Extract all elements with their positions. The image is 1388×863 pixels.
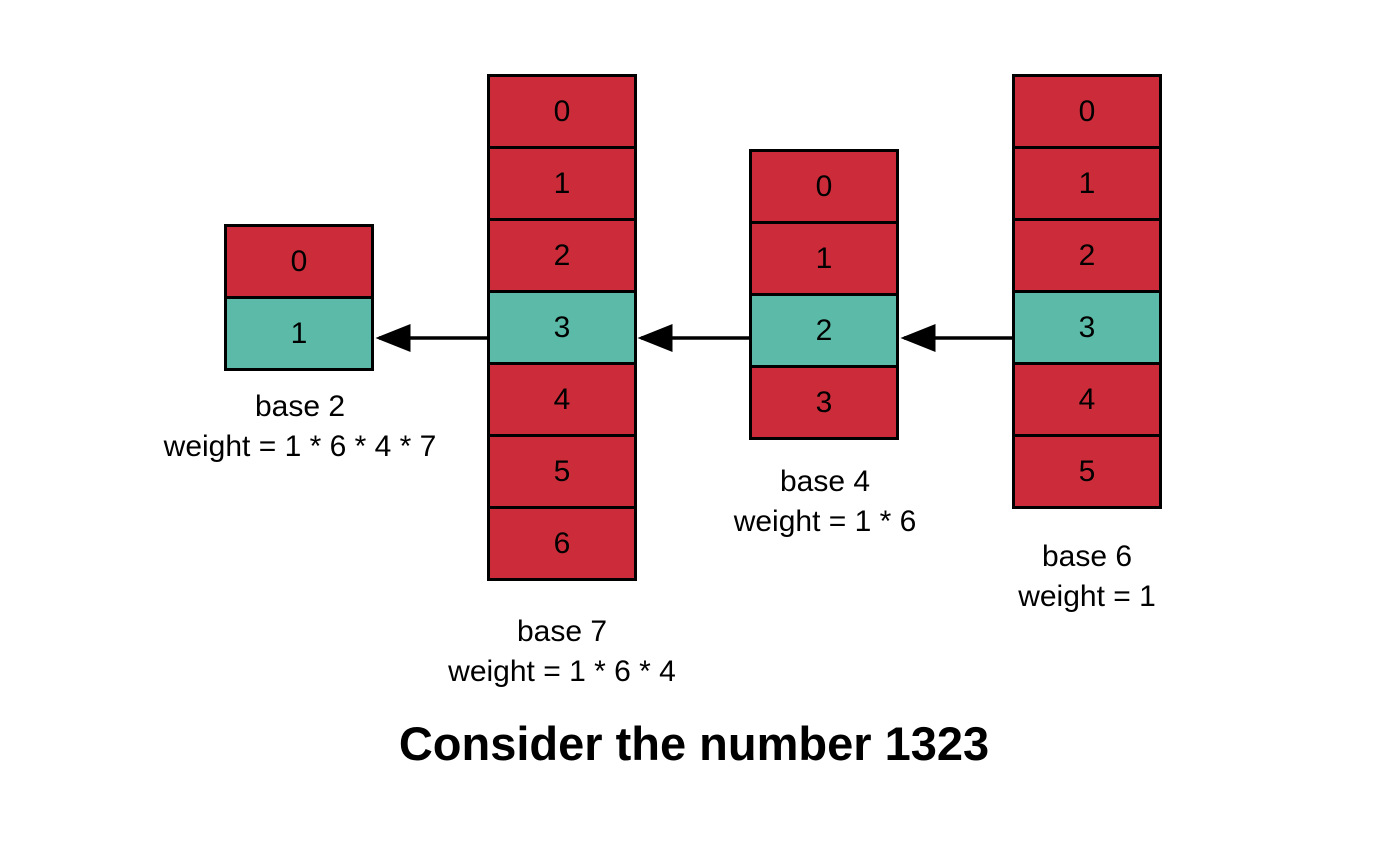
digit-cell: 0 bbox=[1012, 74, 1162, 149]
digit-cell: 3 bbox=[749, 365, 899, 440]
base-label: base 2 bbox=[254, 390, 346, 423]
weight-label: weight = 1 * 6 * 4 bbox=[448, 655, 676, 688]
digit-cell: 5 bbox=[1012, 434, 1162, 509]
digit-cell: 5 bbox=[487, 434, 637, 509]
label-base6: base 6 weight = 1 bbox=[937, 537, 1237, 617]
digit-cell: 1 bbox=[487, 146, 637, 221]
digit-cell-selected: 3 bbox=[487, 290, 637, 365]
digit-cell: 0 bbox=[749, 149, 899, 224]
digit-cell: 4 bbox=[1012, 362, 1162, 437]
weight-label: weight = 1 bbox=[1018, 580, 1156, 613]
base-label: base 7 bbox=[516, 615, 608, 648]
digit-cell-selected: 2 bbox=[749, 293, 899, 368]
base-label: base 6 bbox=[1041, 540, 1133, 573]
label-base4: base 4 weight = 1 * 6 bbox=[675, 462, 975, 542]
weight-label: weight = 1 * 6 * 4 * 7 bbox=[163, 430, 437, 463]
label-base2: base 2 weight = 1 * 6 * 4 * 7 bbox=[150, 387, 450, 467]
digit-cell: 6 bbox=[487, 506, 637, 581]
digit-cell: 0 bbox=[224, 224, 374, 299]
digit-cell: 1 bbox=[749, 221, 899, 296]
digit-cell: 2 bbox=[1012, 218, 1162, 293]
base-label: base 4 bbox=[779, 465, 871, 498]
digit-cell: 4 bbox=[487, 362, 637, 437]
weight-label: weight = 1 * 6 bbox=[733, 505, 917, 538]
digit-cell-selected: 1 bbox=[224, 296, 374, 371]
digit-cell-selected: 3 bbox=[1012, 290, 1162, 365]
figure-caption: Consider the number 1323 bbox=[398, 717, 990, 770]
digit-cell: 1 bbox=[1012, 146, 1162, 221]
label-base7: base 7 weight = 1 * 6 * 4 bbox=[412, 612, 712, 692]
digit-cell: 2 bbox=[487, 218, 637, 293]
digit-cell: 0 bbox=[487, 74, 637, 149]
